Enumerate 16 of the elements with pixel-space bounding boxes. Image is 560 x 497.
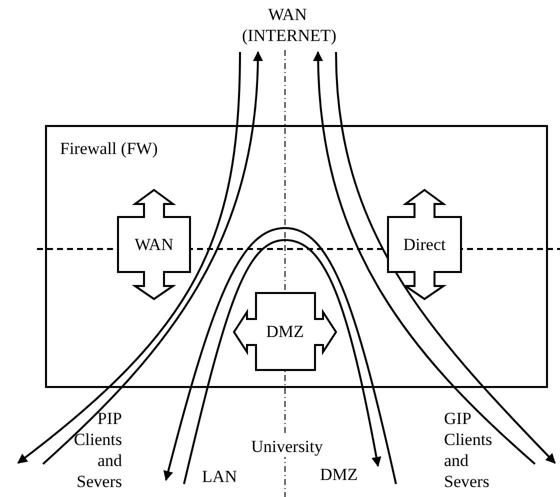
flow-arrow	[163, 227, 397, 484]
network-label: LAN	[160, 466, 240, 494]
arrow-label: Direct	[403, 234, 446, 255]
flow-arrow	[183, 239, 382, 484]
endpoint-label: PIP Clients and Severs	[10, 408, 122, 496]
flow-arrow	[335, 52, 556, 464]
arrow-label: WAN	[134, 234, 174, 255]
firewall-box	[45, 125, 548, 388]
flow-arrow	[17, 52, 241, 464]
firewall-label: Firewall (FW)	[60, 138, 158, 159]
flow-arrow	[42, 51, 263, 465]
flow-arrow	[313, 51, 536, 465]
endpoint-label: GIP Clients and Severs	[444, 408, 556, 496]
network-label: WAN (INTERNET)	[230, 4, 345, 52]
network-label: DMZ	[318, 464, 402, 492]
arrow-label: DMZ	[266, 321, 304, 342]
